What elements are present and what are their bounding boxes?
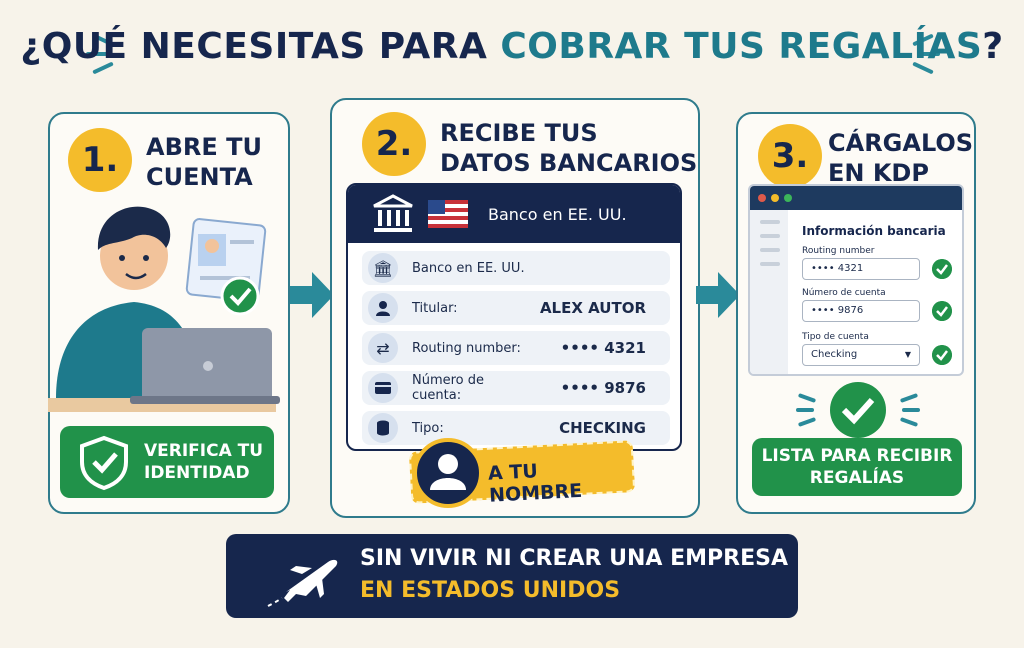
field-label: Número de cuenta [802, 288, 886, 298]
bank-row: 🏛Banco en EE. UU. [362, 251, 670, 285]
title-accent: COBRAR TUS REGALÍAS [500, 26, 983, 67]
account-number-field[interactable]: •••• 9876 [802, 300, 920, 322]
bank-header-label: Banco en EE. UU. [488, 204, 627, 224]
bank-icon [373, 194, 413, 232]
decor-dash [86, 52, 108, 56]
step-number-1: 1. [68, 128, 132, 192]
title-part: ? [982, 26, 1004, 67]
arrow-right-icon [696, 272, 740, 318]
user-badge [413, 438, 483, 508]
bank-row: Número de cuenta:•••• 9876 [362, 371, 670, 405]
kdp-window: Información bancaria Routing number ••••… [748, 184, 964, 376]
decor-dash [918, 52, 940, 56]
bank-row: Tipo:CHECKING [362, 411, 670, 445]
airplane-icon [267, 559, 338, 607]
window-titlebar [750, 186, 962, 210]
step-number-2: 2. [362, 112, 426, 176]
banner-line-1: SIN VIVIR NI CREAR UNA EMPRESA [360, 546, 788, 571]
title-part: ¿QUÉ NECESITAS PARA [20, 26, 501, 67]
transfer-icon: ⇄ [368, 333, 398, 363]
check-icon [932, 301, 952, 321]
banner-line-2: EN ESTADOS UNIDOS [360, 578, 621, 603]
account-type-select[interactable]: Checking▼ [802, 344, 920, 366]
bank-icon: 🏛 [368, 253, 398, 283]
page-title: ¿QUÉ NECESITAS PARA COBRAR TUS REGALÍAS? [0, 26, 1024, 67]
card-icon [368, 373, 398, 403]
field-label: Tipo de cuenta [802, 332, 869, 342]
shield-check-icon [80, 435, 128, 491]
check-icon [932, 345, 952, 365]
window-sidebar [750, 210, 788, 374]
bank-row: ⇄Routing number:•••• 4321 [362, 331, 670, 365]
success-check-icon [796, 382, 920, 438]
bank-details-card: Banco en EE. UU. 🏛Banco en EE. UU. Titul… [346, 183, 682, 451]
user-icon [368, 293, 398, 323]
us-flag-icon [428, 200, 468, 228]
bank-card-header: Banco en EE. UU. [348, 185, 680, 243]
user-icon [430, 454, 466, 490]
coins-icon [368, 413, 398, 443]
bank-row: Titular:ALEX AUTOR [362, 291, 670, 325]
routing-number-field[interactable]: •••• 4321 [802, 258, 920, 280]
kdp-window-title: Información bancaria [802, 224, 946, 238]
arrow-right-icon [290, 272, 334, 318]
bottom-banner: SIN VIVIR NI CREAR UNA EMPRESA EN ESTADO… [226, 534, 798, 618]
check-icon [932, 259, 952, 279]
field-label: Routing number [802, 246, 875, 256]
chevron-down-icon: ▼ [904, 350, 911, 359]
step-number-3: 3. [758, 124, 822, 188]
person-laptop-illustration [48, 206, 280, 412]
